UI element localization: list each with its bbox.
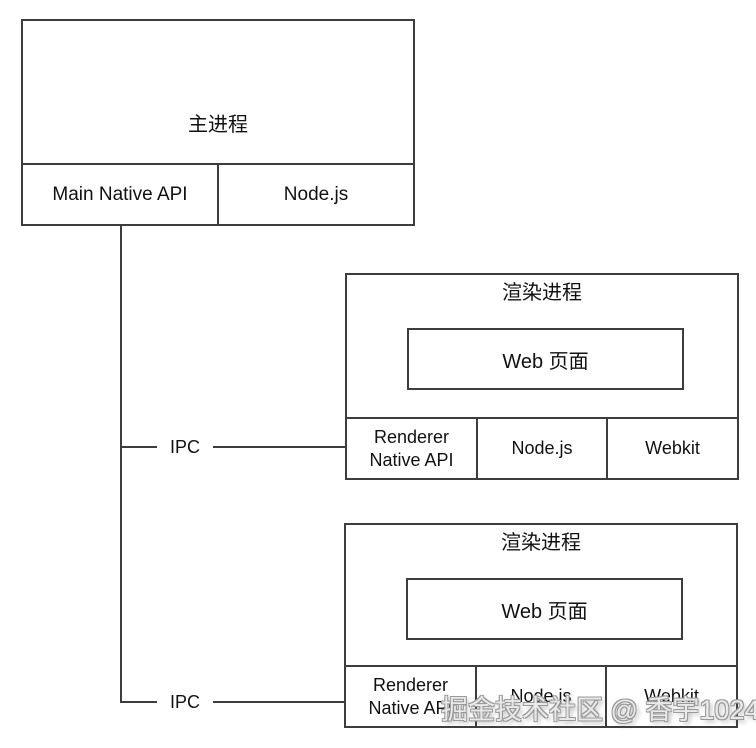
renderer-process-title-1: 渲染进程 — [502, 282, 582, 304]
cell-main-nodejs: Node.js — [283, 183, 349, 205]
renderer-process-box-1: 渲染进程 Web 页面 Renderer Native API Node.js … — [345, 273, 739, 480]
cell-renderer-nodejs-2: Node.js — [477, 667, 607, 726]
cell-renderer-native-api-2: Renderer Native API — [346, 667, 477, 726]
cell-main-native-api: Main Native API — [23, 165, 219, 224]
ipc-label-2: IPC — [157, 690, 214, 714]
cell-renderer-webkit-2: Webkit — [644, 686, 699, 707]
ipc-trunk-line — [120, 226, 122, 703]
ipc-branch-line-1 — [121, 446, 345, 448]
cell-renderer-native-api-1: Renderer Native API — [347, 419, 478, 478]
renderer-api-row-1: Renderer Native API Node.js Webkit — [347, 417, 737, 478]
cell-renderer-nodejs-1: Node.js — [478, 419, 608, 478]
web-page-box-1: Web 页面 — [407, 328, 684, 390]
renderer-api-row-2: Renderer Native API Node.js Webkit — [346, 665, 736, 726]
ipc-label-1: IPC — [157, 435, 214, 459]
watermark: 掘金技术社区 @ 香宇1024 — [441, 695, 756, 725]
web-page-box-2: Web 页面 — [406, 578, 683, 640]
ipc-branch-line-2 — [121, 701, 344, 703]
main-process-box: 主进程 Main Native API Node.js — [21, 19, 415, 226]
cell-renderer-webkit-1: Webkit — [645, 438, 700, 459]
main-process-api-row: Main Native API Node.js — [23, 163, 413, 224]
renderer-process-box-2: 渲染进程 Web 页面 Renderer Native API Node.js … — [344, 523, 738, 728]
renderer-process-title-2: 渲染进程 — [501, 532, 581, 554]
main-process-title: 主进程 — [188, 114, 248, 136]
